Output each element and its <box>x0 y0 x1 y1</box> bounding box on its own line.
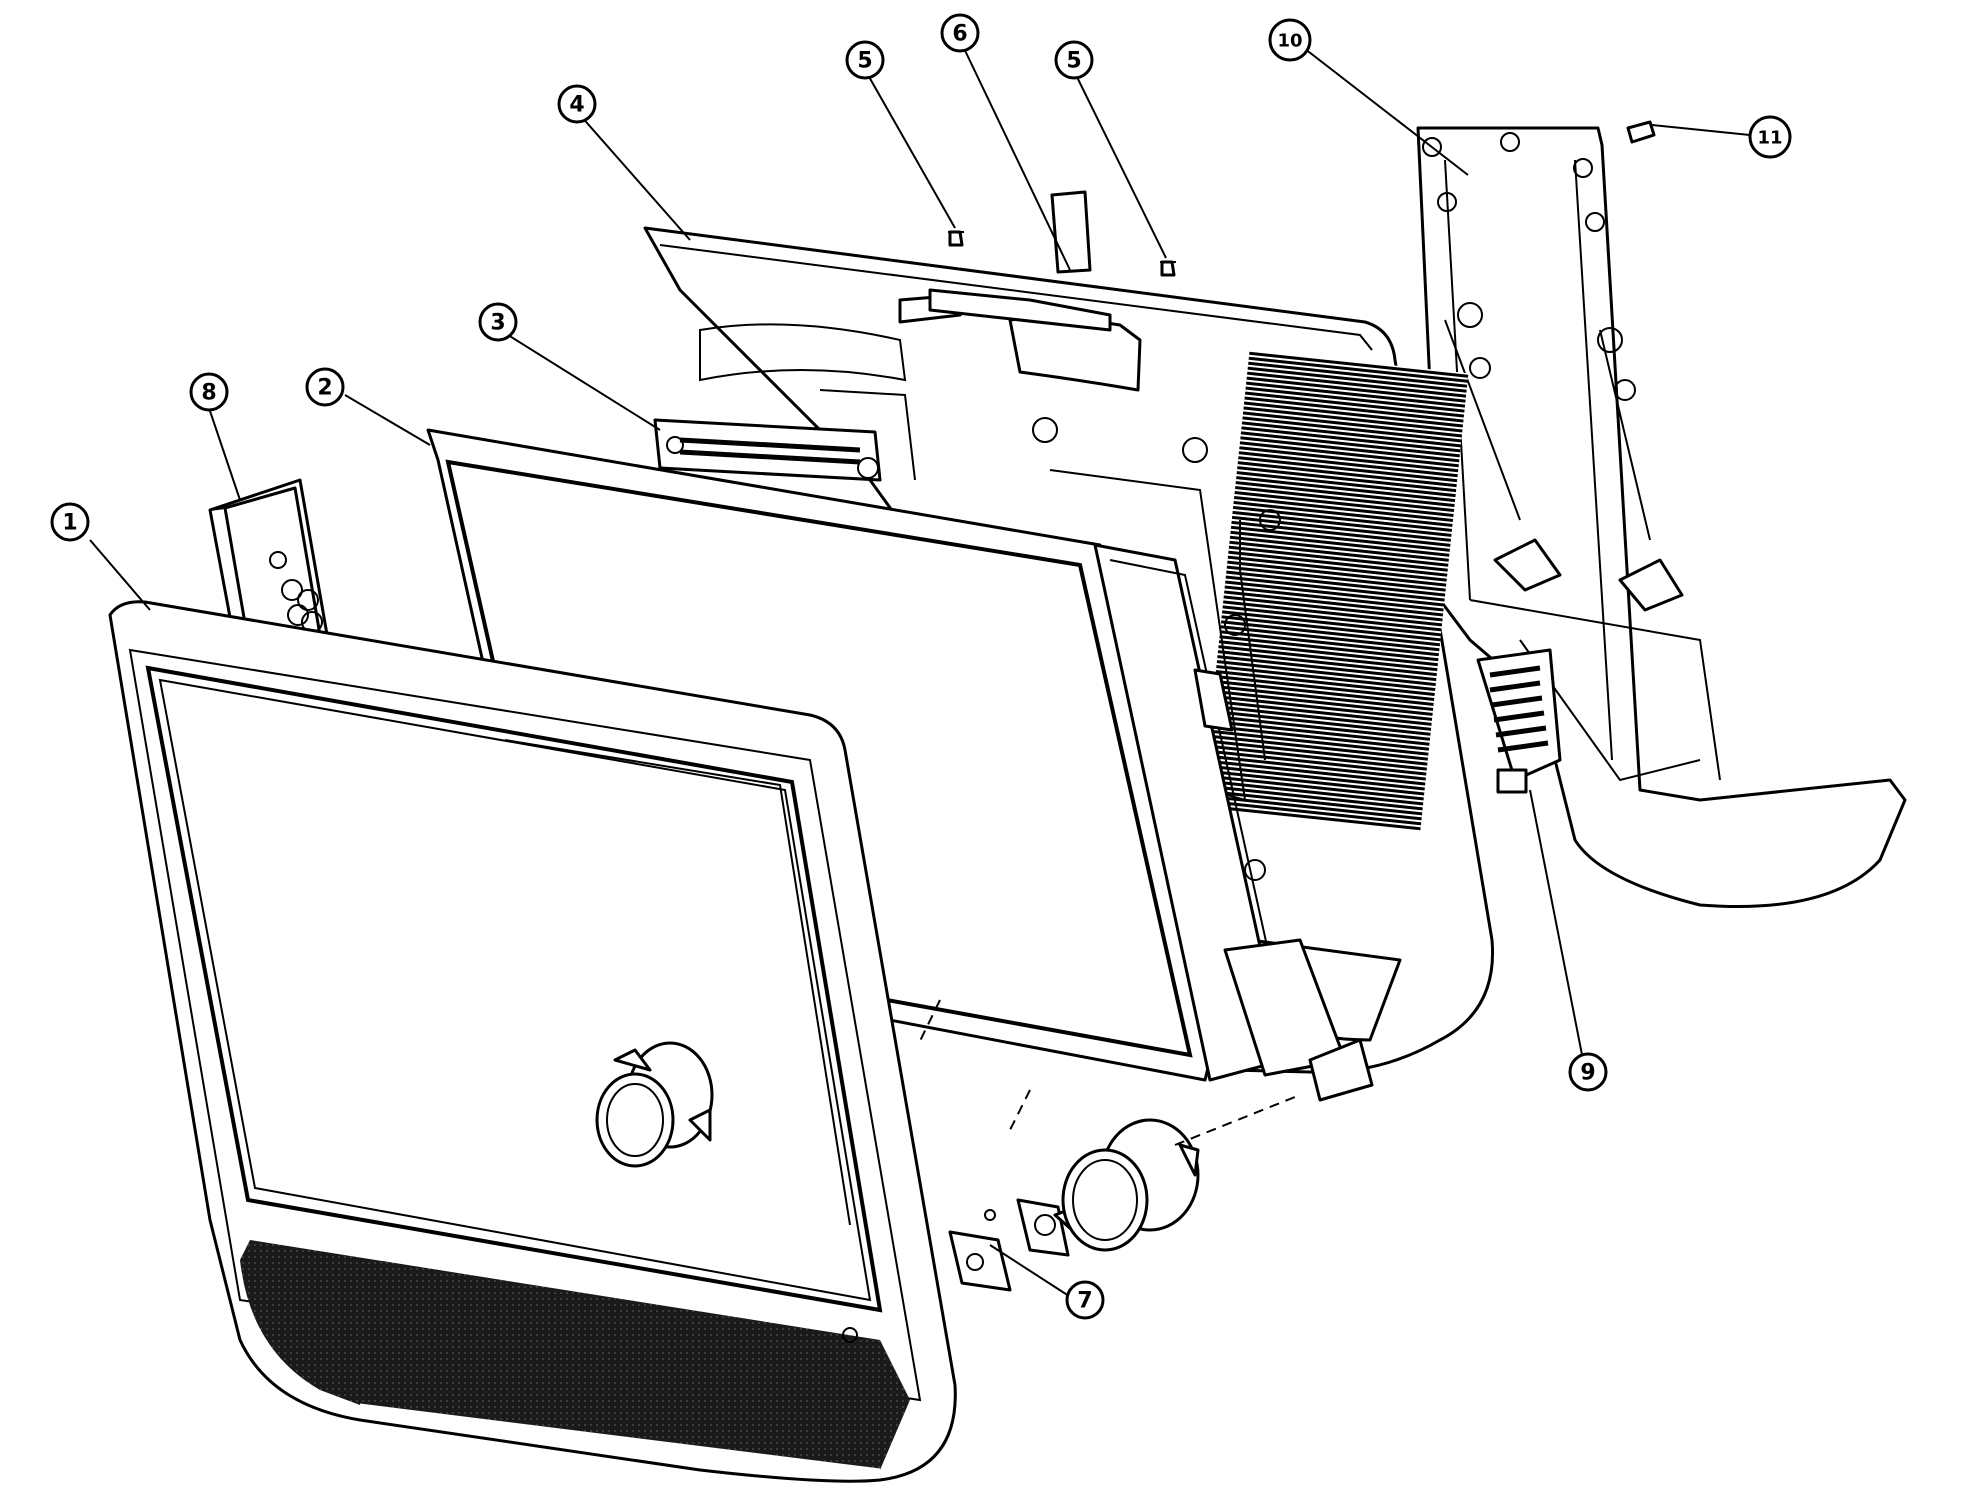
svg-text:5: 5 <box>1066 49 1081 74</box>
svg-text:3: 3 <box>490 311 505 336</box>
screw-left <box>948 230 964 247</box>
mounting-bracket <box>653 418 882 482</box>
screw-right <box>1160 260 1176 277</box>
alignment-line <box>917 999 941 1046</box>
alignment-line <box>1009 1089 1031 1131</box>
svg-text:7: 7 <box>1077 1289 1092 1314</box>
front-bezel <box>108 600 957 1483</box>
callout-9: 9 <box>1568 1052 1608 1092</box>
svg-text:2: 2 <box>317 376 332 401</box>
rear-knob <box>1061 1118 1200 1252</box>
callout-2: 2 <box>305 367 345 407</box>
alignment-line <box>1174 1094 1301 1146</box>
callout-7: 7 <box>1065 1280 1105 1320</box>
stand-neck <box>1416 126 1907 909</box>
front-knob <box>595 1041 714 1168</box>
callout-5-left: 5 <box>845 40 885 80</box>
svg-text:1: 1 <box>62 511 77 536</box>
svg-text:11: 11 <box>1757 128 1782 149</box>
svg-text:5: 5 <box>857 49 872 74</box>
ground-strip <box>1050 190 1092 274</box>
callout-8: 8 <box>189 372 229 412</box>
svg-text:10: 10 <box>1277 31 1302 52</box>
callout-1: 1 <box>50 502 90 542</box>
callout-11: 11 <box>1748 115 1792 159</box>
svg-text:4: 4 <box>569 93 584 118</box>
panel-window-edge <box>504 739 851 1226</box>
svg-text:9: 9 <box>1580 1061 1595 1086</box>
svg-text:8: 8 <box>201 381 216 406</box>
screw-stand <box>1626 120 1656 144</box>
callout-10: 10 <box>1268 18 1312 62</box>
switch-board <box>948 1198 1074 1292</box>
callout-3: 3 <box>478 302 518 342</box>
leader-lines <box>89 39 1751 1299</box>
callout-5-right: 5 <box>1054 40 1094 80</box>
svg-text:6: 6 <box>952 22 967 47</box>
callout-4: 4 <box>557 84 597 124</box>
callout-6: 6 <box>940 13 980 53</box>
